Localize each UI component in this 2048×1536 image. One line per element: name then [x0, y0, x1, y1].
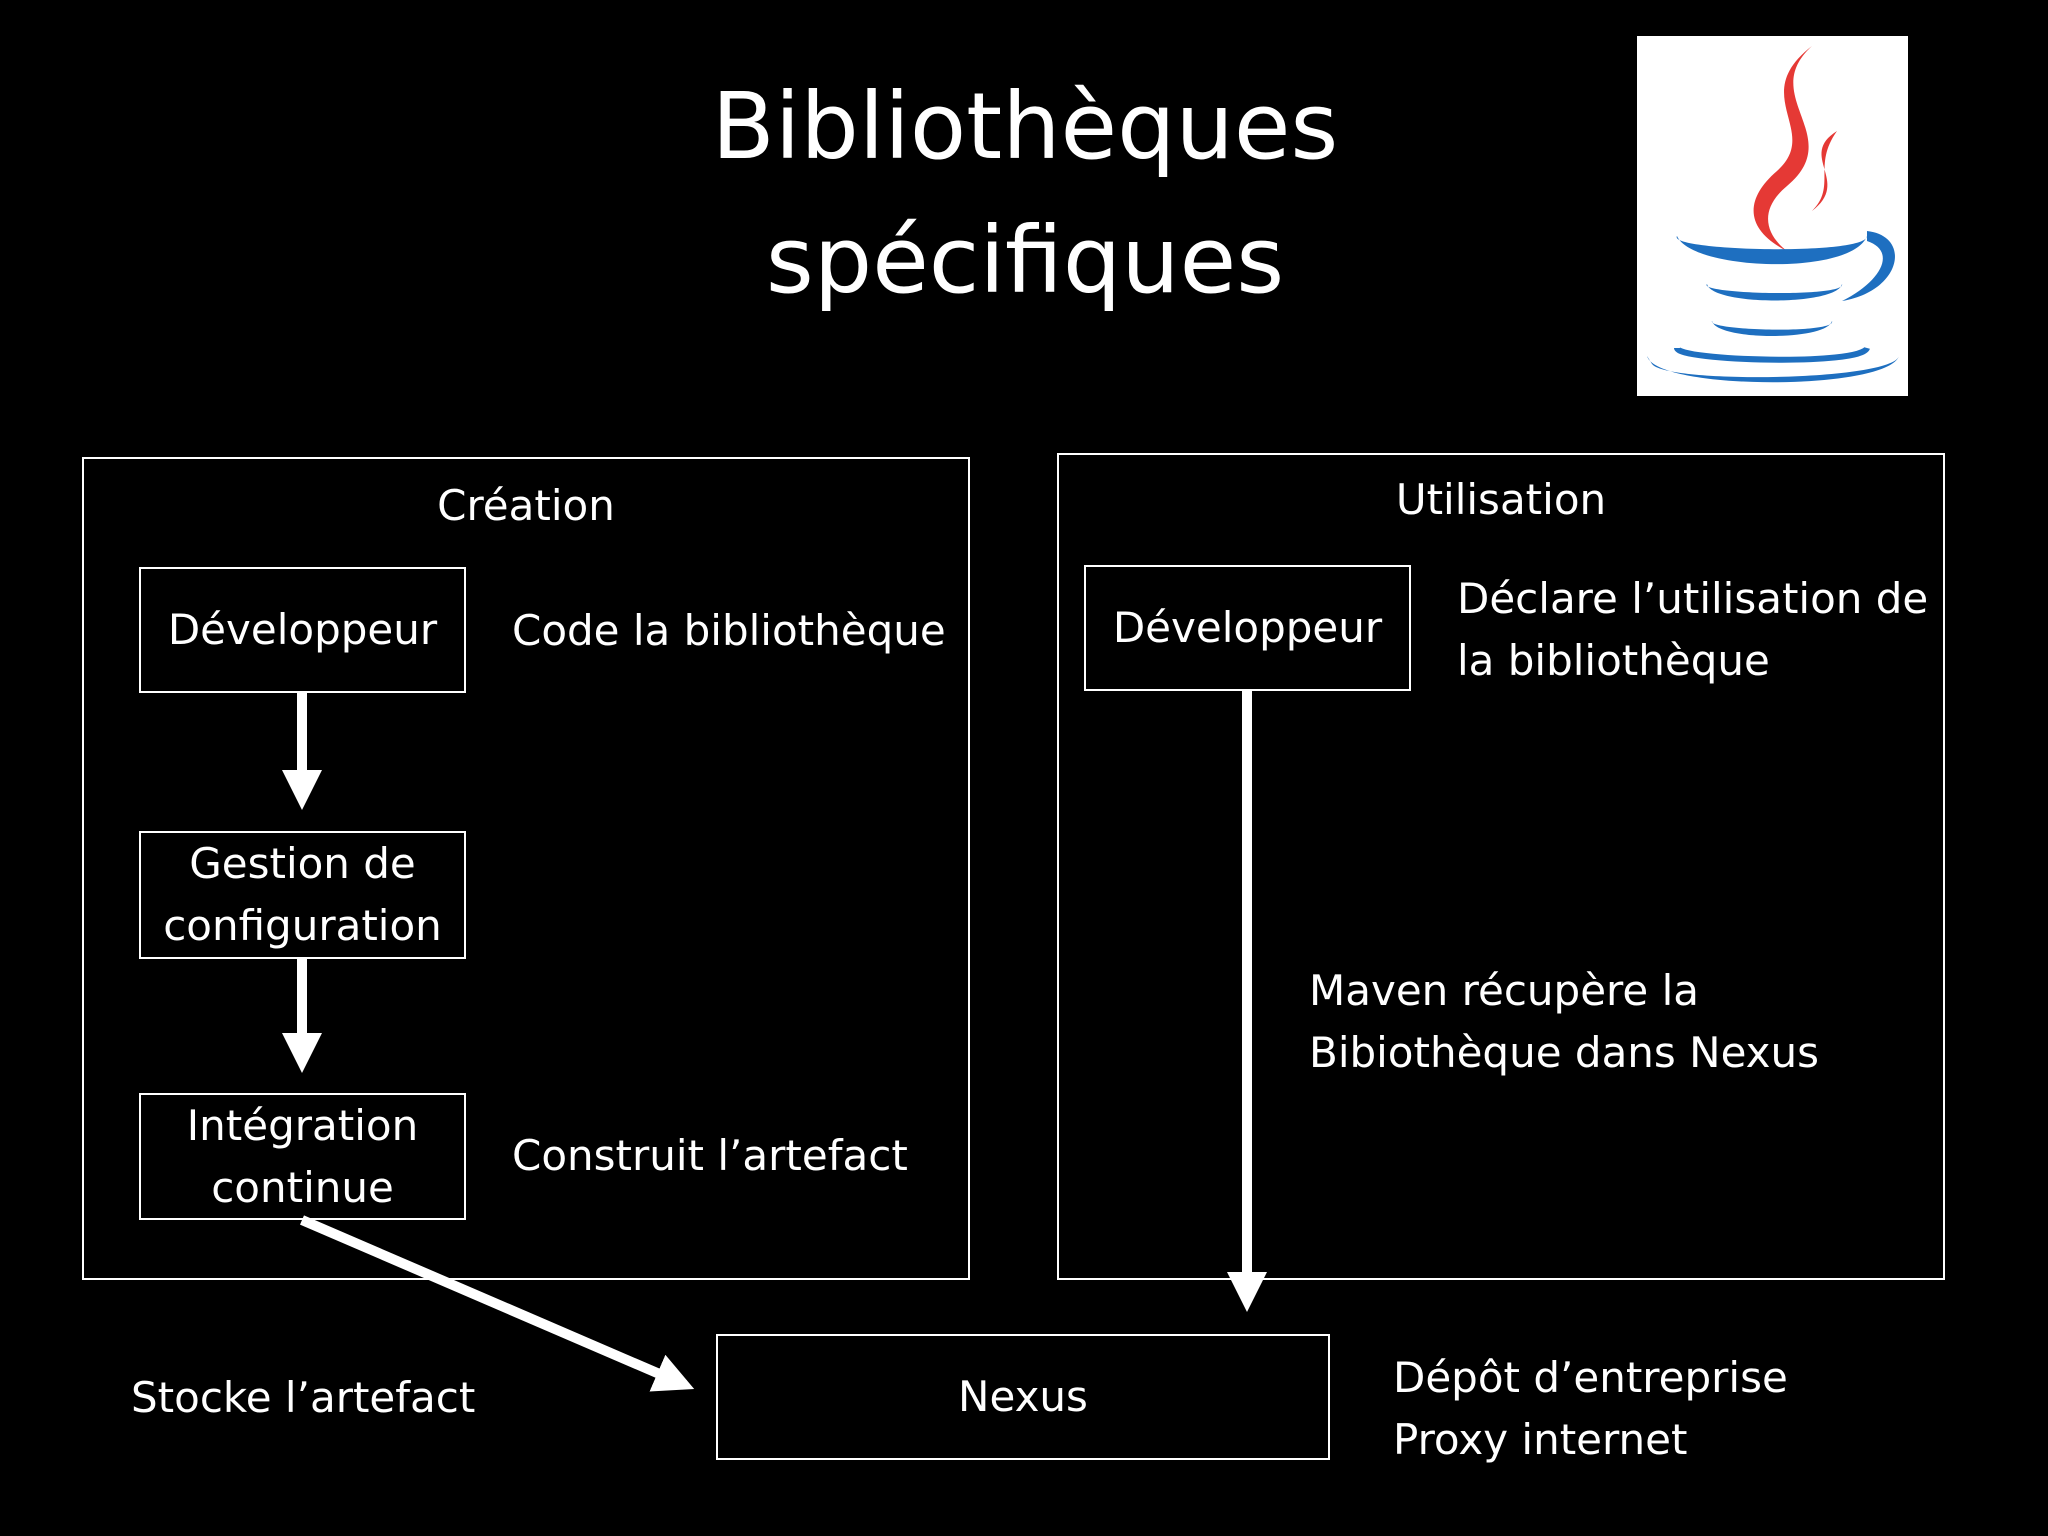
slide-title-line-2: spécifiques	[765, 207, 1285, 314]
utilisation-developer-box: Développeur	[1084, 565, 1411, 691]
nexus-box: Nexus	[716, 1334, 1330, 1460]
creation-developer-box: Développeur	[139, 567, 466, 693]
nexus-description-line-2: Proxy internet	[1393, 1415, 1688, 1464]
utilisation-panel: Utilisation	[1057, 453, 1945, 1280]
slide-title: Bibliothèques spécifiques	[520, 60, 1530, 328]
creation-developer-label: Développeur	[167, 605, 438, 654]
continuous-integration-line-1: Intégration	[186, 1100, 419, 1150]
utilisation-developer-note-line-1: Déclare l’utilisation de	[1457, 574, 1929, 623]
maven-note: Maven récupère la Bibiothèque dans Nexus	[1309, 960, 1819, 1084]
continuous-integration-box: Intégration continue	[139, 1093, 466, 1220]
nexus-label: Nexus	[958, 1372, 1088, 1421]
slide-title-line-1: Bibliothèques	[711, 73, 1339, 180]
configuration-management-box: Gestion de configuration	[139, 831, 466, 959]
maven-note-line-2: Bibiothèque dans Nexus	[1309, 1028, 1820, 1077]
utilisation-developer-note: Déclare l’utilisation de la bibliothèque	[1457, 568, 1928, 692]
nexus-description-line-1: Dépôt d’entreprise	[1393, 1353, 1788, 1402]
creation-panel-title: Création	[437, 481, 615, 530]
utilisation-developer-label: Développeur	[1112, 603, 1383, 652]
maven-note-line-1: Maven récupère la	[1309, 966, 1699, 1015]
continuous-integration-line-2: continue	[211, 1162, 394, 1212]
configuration-management-line-1: Gestion de	[189, 839, 416, 888]
configuration-management-line-2: configuration	[163, 901, 442, 950]
nexus-description: Dépôt d’entreprise Proxy internet	[1393, 1347, 1788, 1471]
utilisation-panel-title: Utilisation	[1395, 475, 1607, 524]
nexus-store-note: Stocke l’artefact	[131, 1373, 476, 1422]
java-logo-icon	[1637, 36, 1908, 396]
utilisation-developer-note-line-2: la bibliothèque	[1457, 636, 1770, 685]
continuous-integration-note: Construit l’artefact	[512, 1131, 908, 1180]
creation-developer-note: Code la bibliothèque	[512, 606, 946, 655]
